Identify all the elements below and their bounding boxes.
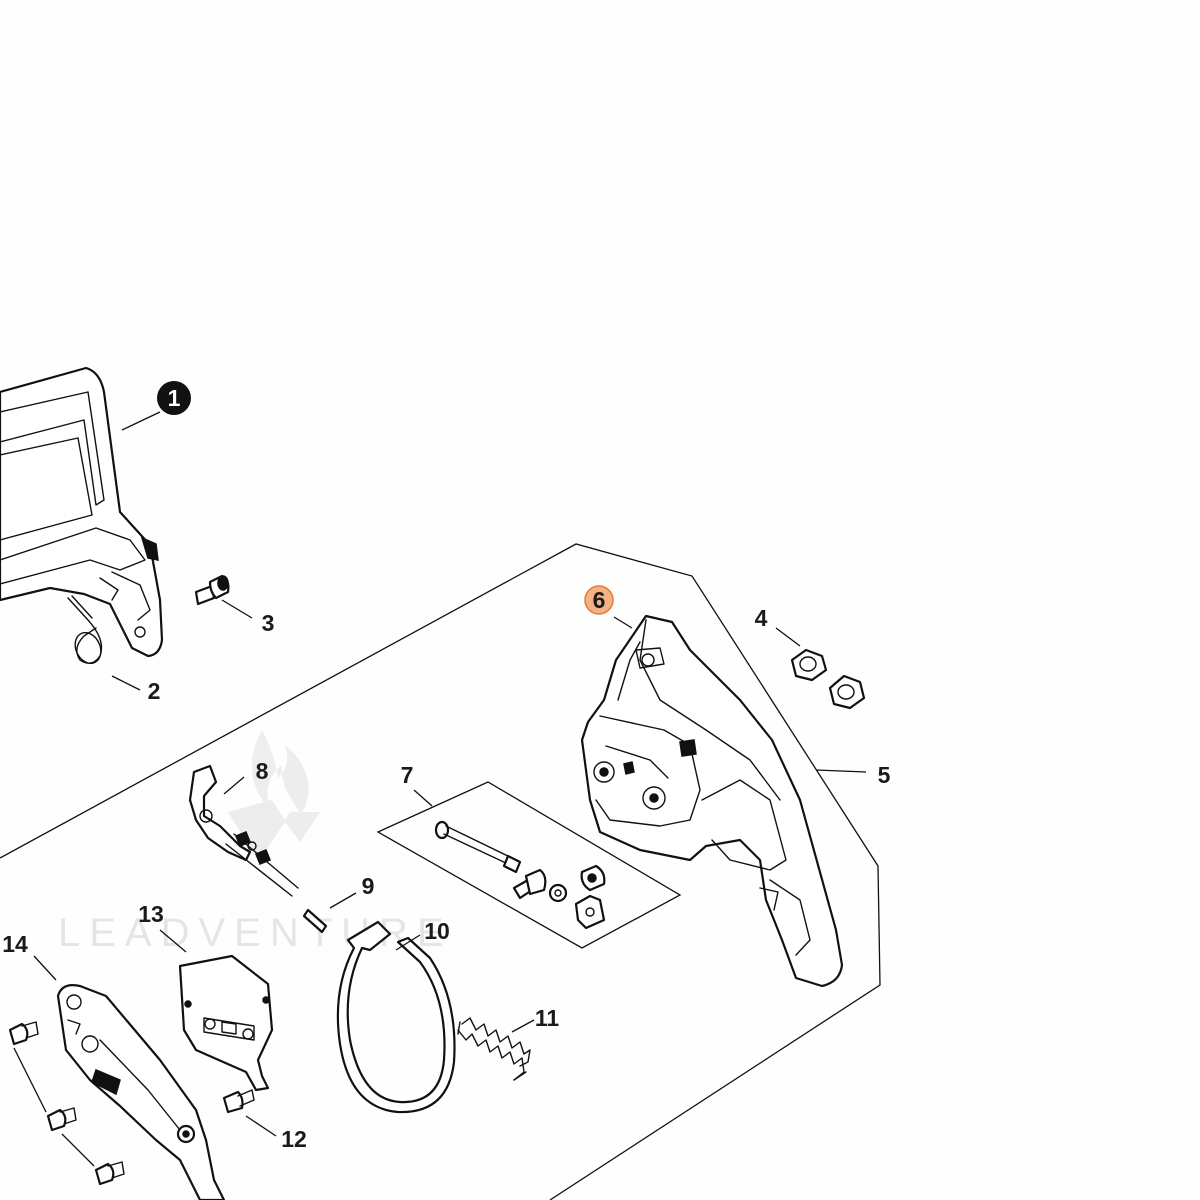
part-8-brake-lever bbox=[188, 764, 299, 897]
callout-1-label: 1 bbox=[168, 385, 181, 411]
part-2-spring-clip bbox=[67, 595, 103, 665]
callout-9-label: 9 bbox=[362, 873, 375, 899]
part-10-brake-band bbox=[336, 920, 456, 1114]
callout-6: 6 bbox=[584, 585, 614, 615]
callout-6-highlight bbox=[584, 585, 614, 615]
callout-11-label: 11 bbox=[535, 1005, 560, 1031]
part-1-side-cover bbox=[0, 366, 164, 658]
callout-1-badge bbox=[157, 381, 191, 415]
callout-4-label: 4 bbox=[755, 605, 768, 631]
part-12-screws bbox=[8, 1021, 255, 1186]
callout-12-label: 12 bbox=[281, 1126, 307, 1152]
assembly-frame bbox=[0, 543, 881, 1200]
callout-14-label: 14 bbox=[2, 931, 28, 957]
callout-2-label: 2 bbox=[148, 678, 161, 704]
watermark-text: LEADVENTURE bbox=[58, 911, 453, 955]
callout-8-label: 8 bbox=[256, 758, 269, 784]
part-11-spring bbox=[457, 1017, 531, 1081]
part-4-nuts bbox=[790, 648, 866, 710]
callout-6-label: 6 bbox=[593, 587, 606, 613]
callout-5-label: 5 bbox=[878, 762, 891, 788]
watermark-logo-icon bbox=[228, 800, 320, 862]
callout-13-label: 13 bbox=[138, 901, 164, 927]
callout-7-label: 7 bbox=[401, 762, 414, 788]
part-3-bolt bbox=[194, 574, 230, 606]
callout-1: 1 bbox=[157, 381, 191, 415]
callout-3-label: 3 bbox=[262, 610, 275, 636]
part-7-tensioner-kit bbox=[434, 820, 606, 930]
part-5-sprocket-cover bbox=[580, 614, 844, 988]
watermark-flame-icon bbox=[251, 730, 309, 815]
part-9-pin bbox=[302, 908, 328, 934]
callout-10-label: 10 bbox=[424, 918, 450, 944]
part-14-linkage-plate bbox=[56, 984, 226, 1200]
part-13-guide-plate bbox=[178, 954, 274, 1092]
part-7-frame bbox=[376, 781, 682, 949]
leader-lines bbox=[13, 411, 867, 1167]
